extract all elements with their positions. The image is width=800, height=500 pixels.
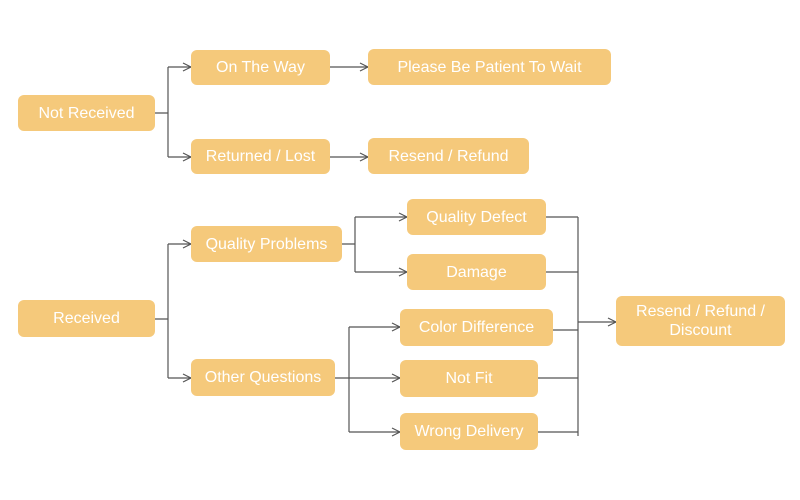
node-quality-defect: Quality Defect <box>407 199 546 235</box>
node-not-received: Not Received <box>18 95 155 131</box>
node-received: Received <box>18 300 155 337</box>
node-color-difference: Color Difference <box>400 309 553 346</box>
node-damage: Damage <box>407 254 546 290</box>
edge-other-branch <box>335 327 350 432</box>
node-resend-refund: Resend / Refund <box>368 138 529 174</box>
node-wrong-delivery: Wrong Delivery <box>400 413 538 450</box>
edge-received-branch <box>155 244 169 378</box>
node-resend-refund-discount: Resend / Refund / Discount <box>616 296 785 346</box>
node-other-questions: Other Questions <box>191 359 335 396</box>
node-quality-problems: Quality Problems <box>191 226 342 262</box>
node-returned-lost: Returned / Lost <box>191 139 330 174</box>
node-on-the-way: On The Way <box>191 50 330 85</box>
node-not-fit: Not Fit <box>400 360 538 397</box>
edge-merge-lines <box>538 216 579 436</box>
edge-not-received-branch <box>155 67 169 157</box>
node-please-wait: Please Be Patient To Wait <box>368 49 611 85</box>
edge-quality-branch <box>342 217 356 272</box>
